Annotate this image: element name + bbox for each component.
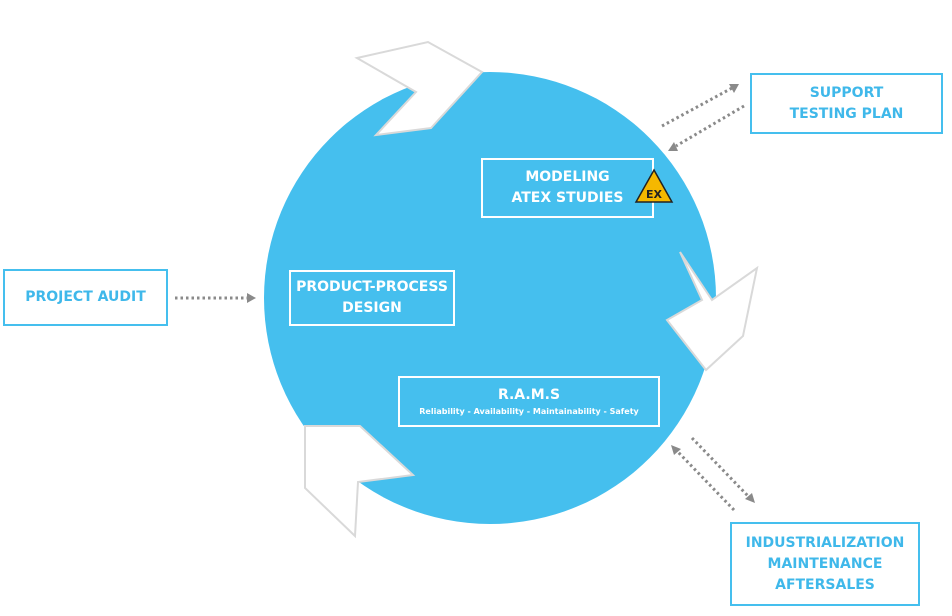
arrowhead-icon	[671, 445, 681, 455]
cycle-arrow-icon	[665, 251, 759, 372]
support-line2: TESTING PLAN	[789, 105, 904, 122]
support-connector-in	[675, 104, 745, 148]
arrowhead-icon	[668, 142, 678, 151]
support-connector-out	[661, 86, 733, 128]
product-line2: DESIGN	[342, 300, 402, 316]
industrialization-connector-out	[690, 436, 750, 498]
project-audit-label: PROJECT AUDIT	[25, 289, 146, 305]
arrowhead-icon	[729, 84, 739, 93]
support-line1: SUPPORT	[809, 84, 884, 101]
product-process-box: PRODUCT-PROCESS DESIGN	[289, 270, 455, 326]
rams-box: R.A.M.S Reliability - Availability - Mai…	[398, 376, 660, 427]
atex-badge: EX	[646, 188, 663, 201]
support-box: SUPPORT TESTING PLAN	[750, 73, 943, 134]
rams-subtitle: Reliability - Availability - Maintainabi…	[419, 407, 639, 416]
modeling-box: MODELING ATEX STUDIES	[481, 158, 654, 218]
industrialization-box: INDUSTRIALIZATION MAINTENANCE AFTERSALES	[730, 522, 920, 606]
product-line1: PRODUCT-PROCESS	[296, 279, 448, 295]
arrowhead-icon	[745, 493, 755, 503]
arrowhead-icon	[247, 293, 256, 303]
industrialization-connector-in	[676, 450, 736, 512]
modeling-line2: ATEX STUDIES	[511, 190, 624, 206]
modeling-line1: MODELING	[525, 169, 610, 185]
atex-warning-icon: EX	[634, 168, 674, 203]
project-audit-box: PROJECT AUDIT	[3, 269, 168, 326]
industrialization-line1: INDUSTRIALIZATION	[745, 534, 905, 551]
industrialization-line3: AFTERSALES	[775, 576, 875, 593]
cycle-arrow-icon	[354, 40, 484, 137]
rams-title: R.A.M.S	[497, 387, 561, 403]
industrialization-line2: MAINTENANCE	[767, 555, 883, 572]
process-circle	[264, 72, 716, 524]
cycle-arrow-icon	[304, 425, 416, 539]
